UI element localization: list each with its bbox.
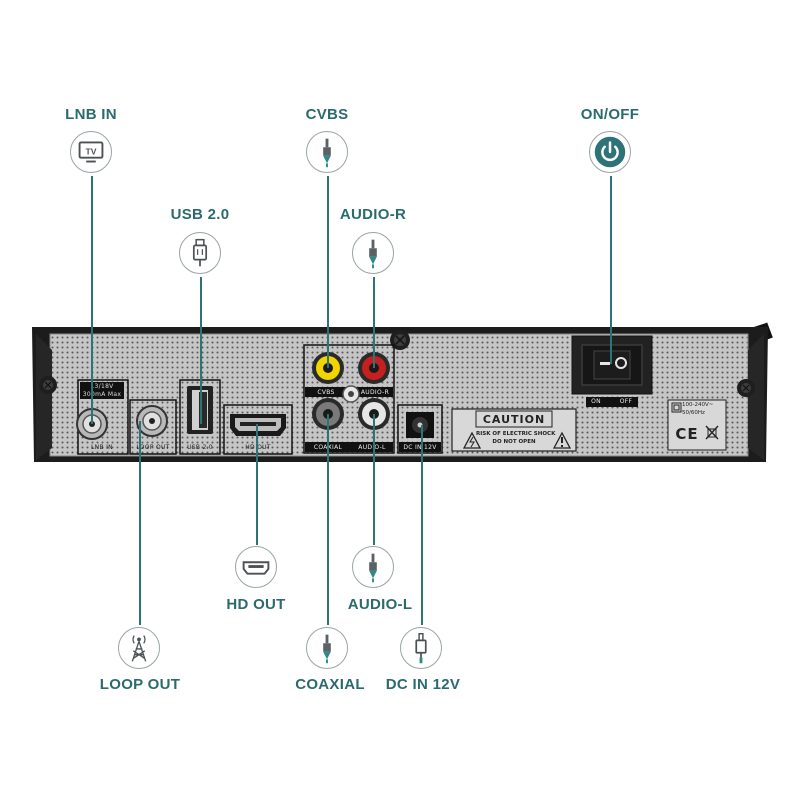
label-on-off: ON/OFF [580, 106, 640, 123]
hdmi-icon [235, 546, 277, 588]
cvbs-marking: CVBS [317, 389, 335, 396]
cvbs-rca-jack [312, 352, 344, 384]
dc-plug-icon [400, 627, 442, 669]
dc-in-jack [406, 412, 434, 438]
audio-r-rca-jack [358, 352, 390, 384]
label-lnb-in: LNB IN [65, 106, 117, 123]
power-rating-2: 50/60Hz [682, 410, 705, 416]
compliance-label [667, 399, 727, 451]
power-icon [589, 131, 631, 173]
audio-l-marking: AUDIO-L [358, 444, 386, 451]
audio-plug-icon [352, 546, 394, 588]
usb-icon [179, 232, 221, 274]
audio-plug-icon [352, 232, 394, 274]
lnb-spec-2: 300mA Max [82, 391, 122, 398]
switch-on-marking: ON [591, 398, 601, 405]
leader-line-hd-out [256, 424, 258, 545]
audio-r-marking: AUDIO-R [360, 389, 390, 396]
screw [390, 330, 410, 350]
ce-mark: CE [675, 425, 699, 443]
screw [39, 376, 57, 394]
rca-plug-icon [306, 131, 348, 173]
tv-icon: TV [70, 131, 112, 173]
screw [737, 379, 755, 397]
caution-label [451, 408, 577, 452]
label-coaxial: COAXIAL [295, 676, 365, 693]
label-loop-out: LOOP OUT [99, 676, 181, 693]
label-audio-l: AUDIO-L [347, 596, 413, 613]
leader-line-audio-r [373, 277, 375, 368]
label-cvbs: CVBS [305, 106, 349, 123]
leader-line-on-off [610, 176, 612, 364]
loop-out-connector [136, 405, 168, 437]
leader-line-lnb-in [91, 176, 93, 424]
lnb-spec-1: 13/18V [90, 383, 114, 390]
ground-screw [342, 385, 360, 403]
label-hd-out: HD OUT [226, 596, 286, 613]
rca-plug-icon [306, 627, 348, 669]
switch-off-marking: OFF [619, 398, 633, 405]
power-rating-1: 100-240V~ [682, 402, 714, 408]
label-audio-r: AUDIO-R [339, 206, 407, 223]
lnb-in-marking: LNB IN [91, 444, 113, 451]
leader-line-cvbs [327, 176, 329, 368]
power-switch [571, 335, 653, 407]
caution-line-2: DO NOT OPEN [492, 439, 536, 445]
hdmi-port [230, 414, 286, 436]
svg-text:TV: TV [86, 146, 97, 156]
leader-line-loop-out [139, 421, 141, 625]
leader-line-usb [200, 277, 202, 424]
leader-line-audio-l [373, 414, 375, 545]
leader-line-dc-in [421, 425, 423, 625]
label-usb: USB 2.0 [170, 206, 230, 223]
label-dc-in: DC IN 12V [385, 676, 461, 693]
loop-out-marking: LOOP OUT [136, 444, 170, 451]
hd-out-marking: HD OUT [245, 444, 271, 451]
caution-line-1: RISK OF ELECTRIC SHOCK [476, 431, 556, 437]
antenna-tower-icon [118, 627, 160, 669]
caution-title: CAUTION [482, 413, 546, 426]
leader-line-coaxial [327, 414, 329, 625]
dc-in-marking: DC IN 12V [403, 444, 437, 451]
usb-marking: USB 2.0 [187, 444, 213, 451]
